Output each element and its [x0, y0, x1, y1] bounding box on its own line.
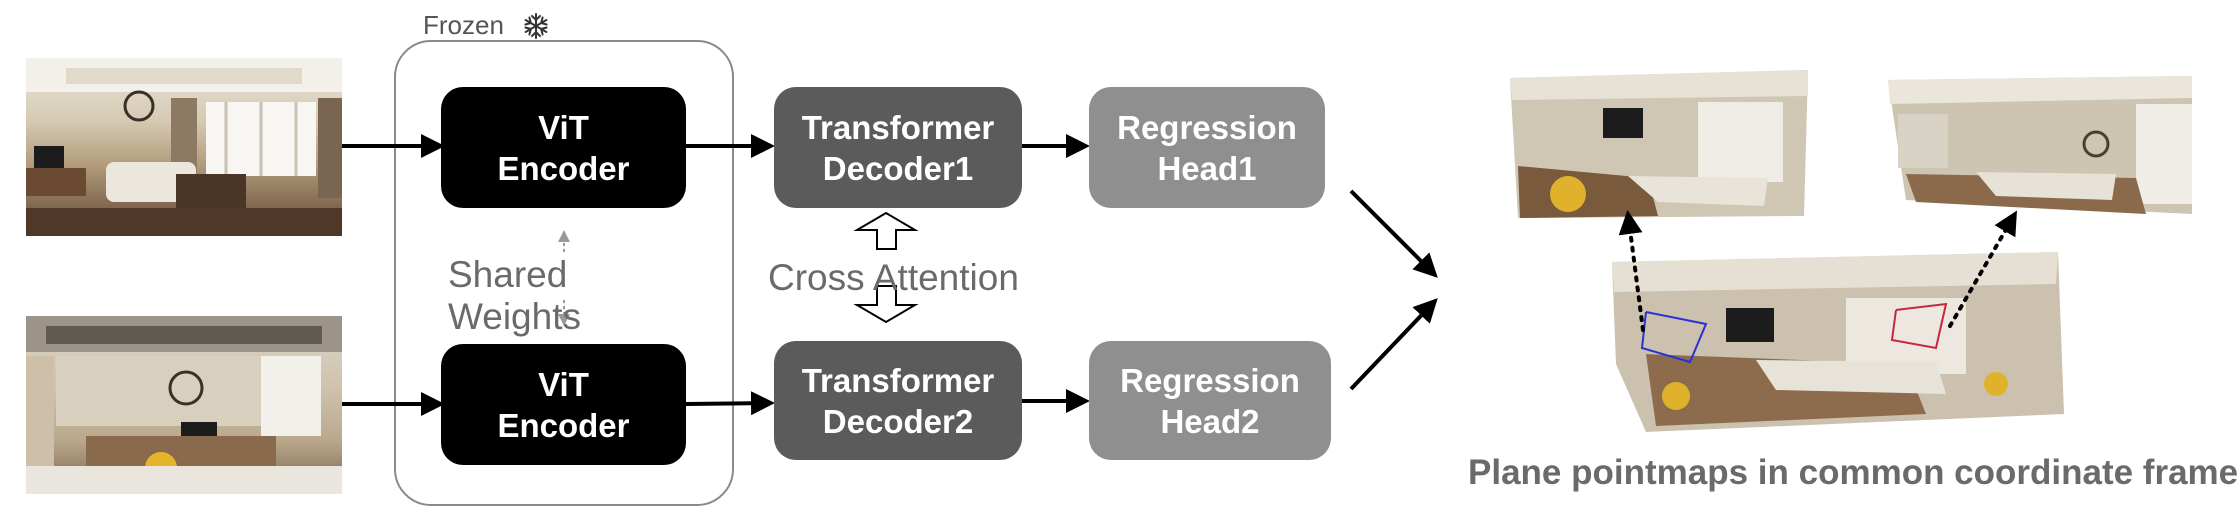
arrow-encoder2-to-decoder2	[685, 391, 775, 416]
snowflake-icon	[524, 13, 548, 39]
frozen-label: Frozen	[423, 10, 504, 40]
pointmap-illustration	[1612, 252, 2064, 432]
output-pointmap-2	[1886, 74, 2194, 216]
transformer-decoder-1-line1: Transformer	[801, 108, 995, 146]
correspondence-arrow-right	[1948, 210, 2018, 328]
regression-head-2-line1: Regression	[1120, 361, 1300, 399]
output-caption: Plane pointmaps in common coordinate fra…	[1468, 453, 2237, 492]
pointmap-illustration	[1510, 70, 1808, 218]
vit-encoder-1-line2: Encoder	[497, 149, 630, 187]
arrow-head2-to-output	[1349, 298, 1438, 391]
regression-head-1-line2: Head1	[1157, 149, 1257, 187]
vit-encoder-1-line1: ViT	[538, 108, 589, 146]
vit-encoder-2: ViT Encoder	[441, 344, 686, 465]
room-illustration	[26, 58, 342, 236]
transformer-decoder-2-line2: Decoder2	[822, 402, 974, 440]
output-pointmap-1	[1508, 66, 1810, 218]
transformer-decoder-2: Transformer Decoder2	[774, 341, 1022, 460]
frozen-frame	[394, 40, 734, 506]
room-illustration	[26, 316, 342, 494]
input-image-1	[26, 58, 342, 236]
transformer-decoder-1: Transformer Decoder1	[774, 87, 1022, 208]
pointmap-illustration	[1888, 76, 2192, 214]
input-image-2	[26, 316, 342, 494]
cross-attention-label: Cross Attention	[768, 257, 1019, 298]
transformer-decoder-1-line2: Decoder1	[822, 149, 974, 187]
regression-head-2-line2: Head2	[1160, 402, 1260, 440]
cross-attention-arrow-up	[853, 211, 919, 250]
vit-encoder-1: ViT Encoder	[441, 87, 686, 208]
cross-attention-arrow-down	[853, 285, 919, 324]
regression-head-1-line1: Regression	[1117, 108, 1297, 146]
arrow-head1-to-output	[1349, 189, 1438, 278]
regression-head-1: Regression Head1	[1089, 87, 1325, 208]
regression-head-2: Regression Head2	[1089, 341, 1331, 460]
vit-encoder-2-line2: Encoder	[497, 406, 630, 444]
transformer-decoder-2-line1: Transformer	[801, 361, 995, 399]
vit-encoder-2-line1: ViT	[538, 365, 589, 403]
output-pointmap-combined	[1606, 244, 2066, 434]
correspondence-arrow-left	[1618, 210, 1645, 332]
shared-weights-label: Shared Weights	[448, 254, 581, 337]
